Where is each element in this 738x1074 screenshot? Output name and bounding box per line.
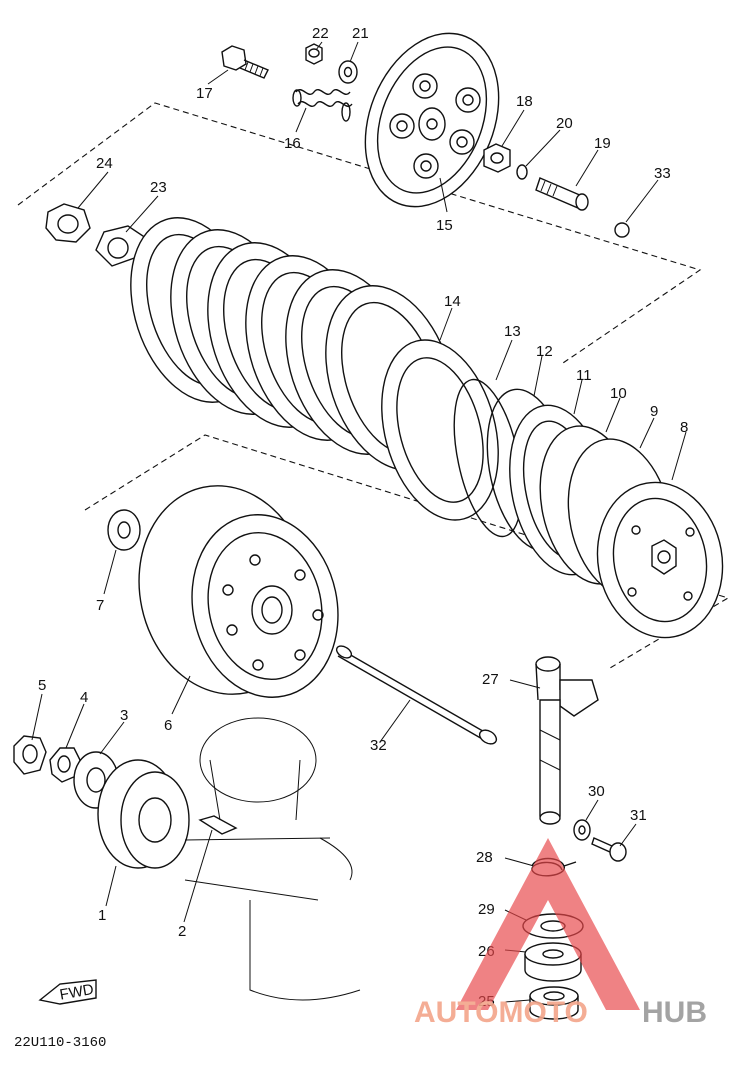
label-13: 13 xyxy=(504,323,521,340)
label-31: 31 xyxy=(630,807,647,824)
crankshaft-outline xyxy=(184,717,361,1001)
part-24-lock-nut xyxy=(45,203,91,243)
part-20-o-ring xyxy=(516,164,528,180)
part-5-nut xyxy=(13,735,47,775)
label-30: 30 xyxy=(588,783,605,800)
label-8: 8 xyxy=(680,419,688,436)
part-2-straight-key xyxy=(198,815,238,835)
part-27-push-lever xyxy=(535,656,599,825)
label-27: 27 xyxy=(482,671,499,688)
label-28: 28 xyxy=(476,849,493,866)
label-17: 17 xyxy=(196,85,213,102)
label-20: 20 xyxy=(556,115,573,132)
label-10: 10 xyxy=(610,385,627,402)
label-23: 23 xyxy=(150,179,167,196)
watermark-text-hub: HUB xyxy=(642,996,707,1029)
label-11: 11 xyxy=(576,367,592,384)
label-6: 6 xyxy=(164,717,172,734)
label-2: 2 xyxy=(178,923,186,940)
label-16: 16 xyxy=(284,135,301,152)
fwd-arrow: FWD xyxy=(38,979,97,1005)
label-32: 32 xyxy=(370,737,387,754)
label-5: 5 xyxy=(38,677,46,694)
label-15: 15 xyxy=(436,217,453,234)
label-9: 9 xyxy=(650,403,658,420)
label-14: 14 xyxy=(444,293,461,310)
figure-code: 22U110-3160 xyxy=(14,1035,106,1051)
part-17-bolt xyxy=(221,45,269,79)
part-30-washer xyxy=(573,819,591,841)
part-22-nut xyxy=(305,43,323,65)
label-22: 22 xyxy=(312,25,329,42)
label-1: 1 xyxy=(98,907,106,924)
part-16-spring xyxy=(292,89,353,122)
clutch-plate-stack xyxy=(130,217,455,471)
label-12: 12 xyxy=(536,343,553,360)
part-7-thrust-washer xyxy=(107,509,141,551)
label-24: 24 xyxy=(96,155,113,172)
part-32-push-rod xyxy=(335,645,498,745)
fwd-label: FWD xyxy=(58,981,95,1004)
part-33-ball xyxy=(614,222,630,238)
label-18: 18 xyxy=(516,93,533,110)
part-31-screw xyxy=(591,837,627,862)
part-14-friction-plate xyxy=(381,339,499,521)
automotohub-watermark: AUTOMOTO HUB xyxy=(414,838,707,1029)
part-21-washer xyxy=(338,60,358,84)
part-number-labels: 17 22 21 16 15 18 20 19 33 24 23 14 13 1… xyxy=(38,25,688,1010)
part-19-push-rod xyxy=(535,177,589,211)
part-18-nut xyxy=(483,143,511,173)
label-4: 4 xyxy=(80,689,88,706)
part-8-clutch-boss xyxy=(596,481,724,639)
label-33: 33 xyxy=(654,165,671,182)
part-15-pressure-plate xyxy=(364,32,500,208)
part-4-lock-washer xyxy=(49,747,81,783)
watermark-triangle-logo xyxy=(456,838,640,1010)
part-1-primary-drive-gear xyxy=(97,759,190,869)
part-6-clutch-housing xyxy=(138,485,339,698)
part-26-bush xyxy=(524,942,582,982)
label-29: 29 xyxy=(478,901,495,918)
label-3: 3 xyxy=(120,707,128,724)
label-19: 19 xyxy=(594,135,611,152)
label-21: 21 xyxy=(352,25,369,42)
label-7: 7 xyxy=(96,597,104,614)
watermark-text-automoto: AUTOMOTO xyxy=(414,996,588,1029)
part-25-oil-seal xyxy=(529,986,579,1020)
